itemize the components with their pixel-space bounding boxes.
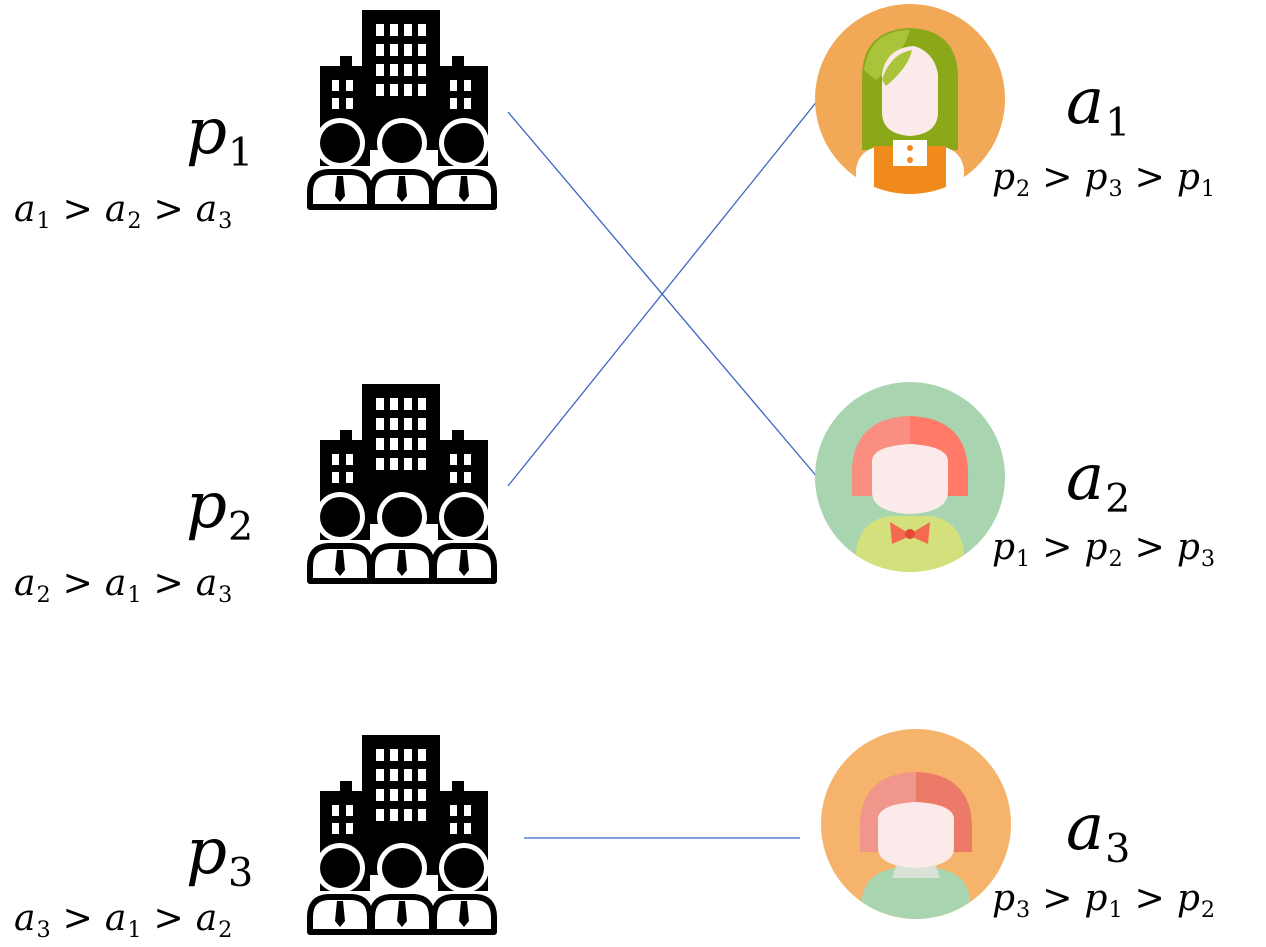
match-edge-p2-a1 (507, 99, 819, 487)
acceptor-3-preference: p3>p1>p2 (992, 878, 1216, 924)
match-edge-p1-a2 (507, 111, 819, 479)
acceptor-2-label: a2 (1066, 441, 1131, 522)
applicant-avatar-icon (821, 729, 1011, 919)
proposer-1-label: p1 (186, 95, 254, 176)
acceptor-3-label: a3 (1066, 791, 1131, 872)
proposer-2-preference: a2>a1>a3 (14, 563, 233, 609)
proposer-3-preference: a3>a1>a2 (14, 898, 233, 944)
proposer-2-label: p2 (186, 469, 254, 550)
proposer-1-preference: a1>a2>a3 (14, 189, 233, 235)
acceptor-1-preference: p2>p3>p1 (992, 157, 1216, 203)
acceptor-2-preference: p1>p2>p3 (992, 527, 1216, 573)
acceptor-1-label: a1 (1066, 65, 1131, 146)
applicant-avatar-icon (815, 4, 1005, 194)
proposer-3-label: p3 (186, 815, 254, 896)
applicant-avatar-icon (815, 382, 1005, 572)
